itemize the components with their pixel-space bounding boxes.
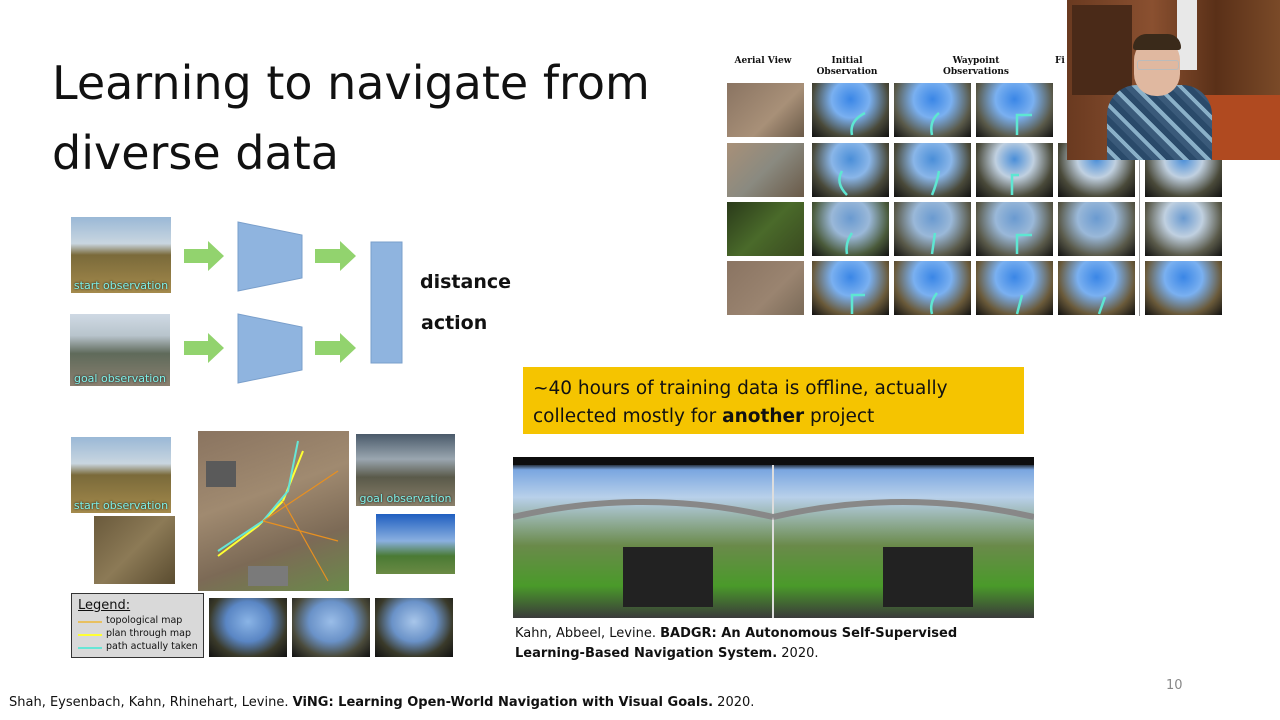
aerial-tile — [727, 202, 804, 256]
start-observation-image: start observation — [71, 217, 171, 293]
fisheye-tile — [1058, 202, 1135, 256]
callout-line2-suffix: project — [804, 406, 875, 427]
badgr-citation: Kahn, Abbeel, Levine. BADGR: An Autonomo… — [515, 624, 1025, 664]
badgr-authors: Kahn, Abbeel, Levine. — [515, 626, 661, 641]
goal-observation-image: goal observation — [70, 314, 170, 386]
grid-header-final: Fi — [1055, 56, 1065, 66]
presenter-webcam — [1067, 0, 1280, 160]
aerial-tile — [727, 83, 804, 137]
presenter-glasses — [1137, 60, 1179, 70]
network-diagram — [184, 221, 403, 384]
webcam-furniture — [1072, 5, 1132, 95]
output-distance-label: distance — [420, 271, 512, 293]
map-goal-observation-image: goal observation — [356, 434, 455, 506]
webcam-floor — [1202, 95, 1280, 160]
robot-camera-image — [513, 457, 1034, 618]
callout-line2-prefix: collected mostly for — [533, 406, 723, 427]
callout-line2: collected mostly for another project — [533, 403, 948, 431]
fisheye-tile — [1145, 261, 1222, 315]
legend-item: topological map — [106, 615, 183, 626]
map-start-observation-image: start observation — [71, 437, 171, 513]
map-start-caption: start observation — [73, 499, 169, 512]
slide-title-line2: diverse data — [52, 126, 339, 180]
grid-header-initial: Initial Observation — [816, 56, 878, 77]
aerial-tile — [727, 261, 804, 315]
map-goal-caption: goal observation — [359, 492, 452, 505]
grid-divider — [1139, 83, 1140, 316]
combined-network-block — [370, 241, 403, 364]
fisheye-image — [209, 598, 287, 657]
slide-title: Learning to navigate from diverse data — [52, 48, 650, 188]
robot-frame-overlay — [513, 457, 1034, 618]
webcam-window — [1177, 0, 1197, 70]
output-action-label: action — [421, 312, 488, 334]
legend-swatch — [78, 621, 102, 623]
slide-title-line1: Learning to navigate from — [52, 56, 650, 110]
fisheye-tile — [1145, 202, 1222, 256]
fisheye-image — [292, 598, 370, 657]
legend-item: path actually taken — [106, 641, 198, 652]
callout-box: ~40 hours of training data is offline, a… — [523, 367, 1024, 434]
fisheye-tile — [1058, 261, 1135, 315]
grid-header-aerial: Aerial View — [734, 56, 792, 66]
fisheye-tile — [812, 202, 889, 256]
fisheye-tile — [812, 261, 889, 315]
observation-grid — [727, 83, 1224, 316]
robot-image — [94, 516, 175, 584]
fisheye-observation-image — [376, 514, 455, 574]
callout-emphasis: another — [722, 406, 805, 427]
fisheye-tile — [976, 143, 1053, 197]
aerial-tile — [727, 143, 804, 197]
badgr-title: BADGR: An Autonomous Self-Supervised Lea… — [515, 626, 958, 661]
aerial-map-image — [198, 431, 349, 591]
fisheye-tile — [976, 83, 1053, 137]
legend-title: Legend: — [78, 598, 131, 613]
badgr-year: 2020. — [777, 646, 819, 661]
callout-line1: ~40 hours of training data is offline, a… — [533, 378, 948, 399]
grid-path-overlay — [838, 111, 1107, 315]
arrow-icon — [184, 241, 224, 271]
presenter-shirt — [1107, 85, 1212, 160]
arrow-icon — [315, 333, 356, 363]
fisheye-tile — [812, 143, 889, 197]
ving-title: ViNG: Learning Open-World Navigation wit… — [292, 695, 714, 710]
presenter-hair — [1133, 34, 1181, 50]
encoder-trapezoid — [237, 313, 303, 384]
legend-swatch — [78, 634, 102, 636]
legend-item: plan through map — [106, 628, 191, 639]
legend: Legend: topological map plan through map… — [71, 593, 204, 658]
fisheye-tile — [976, 202, 1053, 256]
ving-citation: Shah, Eysenbach, Kahn, Rhinehart, Levine… — [9, 695, 754, 710]
page-number: 10 — [1166, 678, 1183, 693]
legend-swatch — [78, 647, 102, 649]
goal-observation-caption: goal observation — [73, 372, 167, 385]
arrow-icon — [184, 333, 224, 363]
encoder-trapezoid — [237, 221, 303, 292]
ving-authors: Shah, Eysenbach, Kahn, Rhinehart, Levine… — [9, 695, 293, 710]
fisheye-image — [375, 598, 453, 657]
grid-header-waypoint: Waypoint Observations — [943, 56, 1009, 77]
arrow-icon — [315, 241, 356, 271]
fisheye-tile — [976, 261, 1053, 315]
start-observation-caption: start observation — [73, 279, 169, 292]
ving-year: 2020. — [713, 695, 755, 710]
fisheye-tile — [894, 143, 971, 197]
map-paths — [206, 440, 339, 586]
